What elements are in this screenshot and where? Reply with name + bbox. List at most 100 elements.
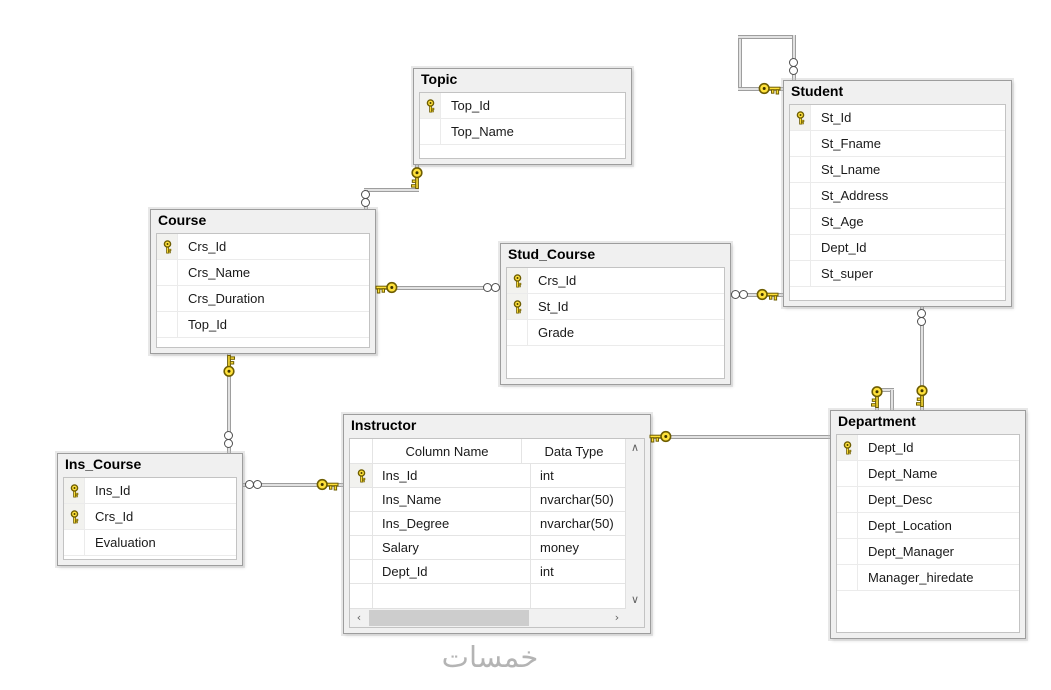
many-end-icon: [789, 58, 798, 75]
relationship-line[interactable]: [376, 286, 502, 290]
relationship-line[interactable]: [243, 483, 345, 487]
column-name-header: Column Name: [373, 439, 522, 463]
column-row[interactable]: Dept_Manager: [837, 539, 1019, 565]
many-end-icon: [224, 431, 233, 448]
column-name: Dept_Manager: [868, 544, 954, 559]
relationship-line[interactable]: [649, 435, 832, 439]
key-cell-empty: [350, 560, 373, 583]
column-row[interactable]: Manager_hiredate: [837, 565, 1019, 591]
column-name: Dept_Name: [868, 466, 938, 481]
column-name: Top_Name: [451, 124, 514, 139]
column-type: int: [540, 468, 554, 483]
key-cell-empty: [790, 157, 811, 182]
table-title: Department: [838, 413, 916, 429]
primary-key-icon: [350, 464, 373, 487]
column-row[interactable]: Evaluation: [64, 530, 236, 556]
primary-key-icon: [64, 478, 85, 503]
relationship-line[interactable]: [920, 305, 924, 412]
column-name: Salary: [373, 536, 531, 559]
column-name: Crs_Name: [188, 265, 251, 280]
key-cell-empty: [837, 513, 858, 538]
scrollbar-thumb[interactable]: [369, 610, 529, 626]
column-name: Dept_Location: [868, 518, 952, 533]
vertical-scrollbar[interactable]: ∧ ∨: [625, 439, 644, 609]
column-type: nvarchar(50): [540, 516, 614, 531]
scroll-right-icon[interactable]: ›: [614, 611, 620, 624]
key-end-icon: [648, 429, 672, 444]
column-row[interactable]: St_Address: [790, 183, 1005, 209]
table-title: Stud_Course: [508, 246, 596, 262]
relationship-line[interactable]: [792, 35, 796, 80]
key-end-icon: [758, 81, 782, 96]
column-name: St_Lname: [821, 162, 881, 177]
table-title: Course: [158, 212, 207, 228]
khamsat-watermark: خمسات: [441, 640, 539, 674]
key-cell-empty: [790, 131, 811, 156]
column-row[interactable]: Top_Id: [157, 312, 369, 338]
column-row[interactable]: Crs_Id: [64, 504, 236, 530]
column-row[interactable]: Grade: [507, 320, 724, 346]
column-row[interactable]: Crs_Duration: [157, 286, 369, 312]
relationship-line[interactable]: [738, 35, 742, 91]
column-row[interactable]: St_super: [790, 261, 1005, 287]
relationship-line[interactable]: [890, 390, 894, 410]
column-row[interactable]: Dept_Id: [790, 235, 1005, 261]
key-cell-empty: [157, 312, 178, 337]
scroll-up-icon[interactable]: ∧: [630, 441, 640, 454]
column-row[interactable]: St_Id: [790, 105, 1005, 131]
key-end-icon: [410, 167, 425, 191]
column-row[interactable]: St_Lname: [790, 157, 1005, 183]
empty-cell: [531, 584, 626, 609]
column-row[interactable]: Crs_Id: [157, 234, 369, 260]
column-row[interactable]: Dept_Location: [837, 513, 1019, 539]
key-end-icon: [915, 385, 930, 409]
column-name: Top_Id: [188, 317, 228, 332]
column-name: Crs_Id: [95, 509, 134, 524]
relationship-line[interactable]: [227, 354, 231, 454]
column-row[interactable]: St_Age: [790, 209, 1005, 235]
column-row[interactable]: St_Fname: [790, 131, 1005, 157]
relationship-line[interactable]: [364, 188, 419, 192]
column-name: Dept_Desc: [868, 492, 933, 507]
relationship-line[interactable]: [875, 388, 894, 392]
column-name: St_Id: [538, 299, 569, 314]
column-name: Ins_Name: [373, 488, 531, 511]
primary-key-icon: [420, 93, 441, 118]
primary-key-icon: [64, 504, 85, 529]
grid-empty-row: [350, 584, 626, 609]
column-row[interactable]: Crs_Name: [157, 260, 369, 286]
key-cell-empty: [837, 539, 858, 564]
column-name: St_Age: [821, 214, 864, 229]
key-cell-empty: [157, 260, 178, 285]
column-row[interactable]: St_Id: [507, 294, 724, 320]
column-row[interactable]: Ins_Id: [64, 478, 236, 504]
scroll-left-icon[interactable]: ‹: [356, 611, 362, 624]
column-row[interactable]: Dept_Id: [837, 435, 1019, 461]
column-row[interactable]: Top_Id: [420, 93, 625, 119]
column-row[interactable]: Top_Name: [420, 119, 625, 145]
horizontal-scrollbar[interactable]: ‹ ›: [350, 608, 626, 627]
column-name: St_Fname: [821, 136, 881, 151]
column-row[interactable]: Crs_Id: [507, 268, 724, 294]
scroll-down-icon[interactable]: ∨: [630, 593, 640, 606]
relationship-line[interactable]: [738, 35, 796, 39]
key-cell-empty: [837, 461, 858, 486]
column-row[interactable]: Dept_Name: [837, 461, 1019, 487]
table-title: Instructor: [351, 417, 417, 433]
column-row[interactable]: Dept_Desc: [837, 487, 1019, 513]
